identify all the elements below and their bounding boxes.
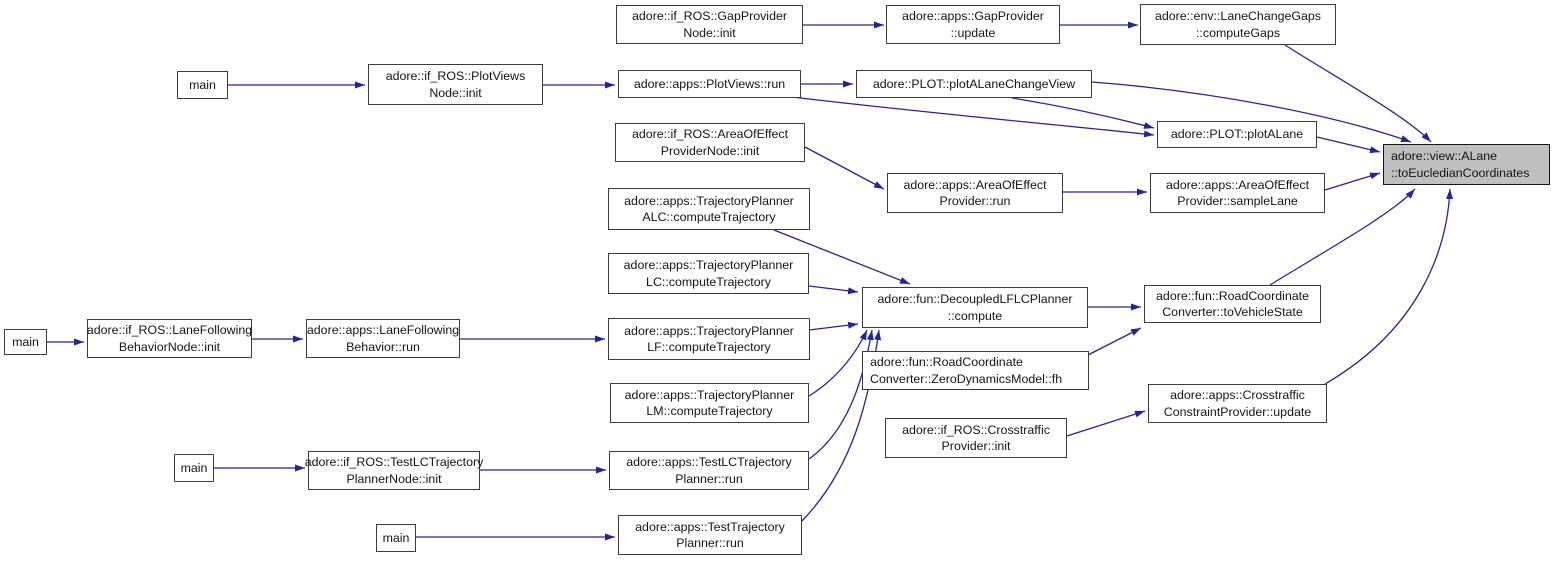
node-plot-views-node-init[interactable]: adore::if_ROS::PlotViews Node::init bbox=[368, 64, 543, 105]
edge-plot-alane-to-target bbox=[1316, 136, 1381, 154]
node-crosstraffic-constraint-provider-update[interactable]: adore::apps::Crosstraffic ConstraintProv… bbox=[1148, 384, 1327, 423]
edge-traj-lc-to-compute bbox=[808, 285, 859, 295]
edge-compute-gaps-to-target bbox=[1284, 44, 1432, 143]
node-area-of-effect-provider-node-init[interactable]: adore::if_ROS::AreaOfEffect ProviderNode… bbox=[615, 123, 805, 162]
node-test-lc-trajectory-planner-run[interactable]: adore::apps::TestLCTrajectory Planner::r… bbox=[609, 451, 809, 490]
node-trajectory-planner-lf-compute-trajectory[interactable]: adore::apps::TrajectoryPlanner LF::compu… bbox=[608, 318, 810, 360]
node-decoupled-lflc-planner-compute[interactable]: adore::fun::DecoupledLFLCPlanner ::compu… bbox=[862, 287, 1088, 328]
node-area-of-effect-provider-sample-lane[interactable]: adore::apps::AreaOfEffect Provider::samp… bbox=[1150, 173, 1325, 213]
edge-tovehicle-to-target bbox=[1269, 188, 1416, 286]
node-test-trajectory-planner-run[interactable]: adore::apps::TestTrajectory Planner::run bbox=[618, 515, 802, 555]
edge-ct-init-to-ct-update bbox=[1066, 410, 1146, 437]
edge-testlc-run-to-compute bbox=[808, 329, 874, 460]
edge-aoe-init-to-aoe-run bbox=[804, 146, 885, 190]
edge-ct-update-to-target bbox=[1324, 188, 1454, 385]
node-main-4[interactable]: main bbox=[376, 524, 416, 552]
node-trajectory-planner-lc-compute-trajectory[interactable]: adore::apps::TrajectoryPlanner LC::compu… bbox=[608, 253, 809, 294]
node-gap-provider-update[interactable]: adore::apps::GapProvider ::update bbox=[886, 5, 1060, 44]
node-lane-following-behavior-node-init[interactable]: adore::if_ROS::LaneFollowing BehaviorNod… bbox=[87, 319, 252, 358]
node-plot-views-run[interactable]: adore::apps::PlotViews::run bbox=[618, 70, 801, 98]
node-plot-alane[interactable]: adore::PLOT::plotALane bbox=[1157, 121, 1317, 148]
edge-fh-to-tovehicle bbox=[1085, 327, 1142, 357]
edge-plotviews-run-to-plot-alane bbox=[791, 96, 1155, 138]
node-gap-provider-node-init[interactable]: adore::if_ROS::GapProvider Node::init bbox=[616, 5, 803, 44]
node-main-3[interactable]: main bbox=[174, 454, 214, 482]
node-road-coordinate-converter-to-vehicle-state[interactable]: adore::fun::RoadCoordinate Converter::to… bbox=[1144, 285, 1321, 323]
edge-plot-alcv-to-target bbox=[1091, 81, 1412, 143]
edge-plot-alcv-to-plot-alane bbox=[1011, 97, 1155, 129]
node-crosstraffic-provider-init[interactable]: adore::if_ROS::Crosstraffic Provider::in… bbox=[885, 418, 1067, 458]
node-test-lc-trajectory-planner-node-init[interactable]: adore::if_ROS::TestLCTrajectory PlannerN… bbox=[305, 451, 483, 490]
node-area-of-effect-provider-run[interactable]: adore::apps::AreaOfEffect Provider::run bbox=[887, 173, 1063, 213]
node-lane-change-gaps-compute-gaps[interactable]: adore::env::LaneChangeGaps ::computeGaps bbox=[1140, 4, 1336, 45]
node-main-2[interactable]: main bbox=[4, 329, 47, 355]
node-trajectory-planner-alc-compute-trajectory[interactable]: adore::apps::TrajectoryPlanner ALC::comp… bbox=[608, 188, 810, 230]
node-main-1[interactable]: main bbox=[177, 71, 228, 99]
node-lane-following-behavior-run[interactable]: adore::apps::LaneFollowing Behavior::run bbox=[306, 319, 460, 358]
node-zero-dynamics-model-fh[interactable]: adore::fun::RoadCoordinate Converter::Ze… bbox=[862, 351, 1089, 390]
node-trajectory-planner-lm-compute-trajectory[interactable]: adore::apps::TrajectoryPlanner LM::compu… bbox=[610, 383, 809, 423]
edge-traj-lf-to-compute bbox=[808, 321, 859, 331]
edge-aoe-sample-to-target bbox=[1324, 172, 1381, 191]
node-plot-alane-change-view[interactable]: adore::PLOT::plotALaneChangeView bbox=[856, 70, 1092, 98]
node-alane-to-eucledian-coordinates[interactable]: adore::view::ALane ::toEucledianCoordina… bbox=[1383, 144, 1550, 185]
edge-traj-lm-to-compute bbox=[808, 329, 868, 397]
edge-traj-alc-to-compute bbox=[773, 229, 911, 285]
